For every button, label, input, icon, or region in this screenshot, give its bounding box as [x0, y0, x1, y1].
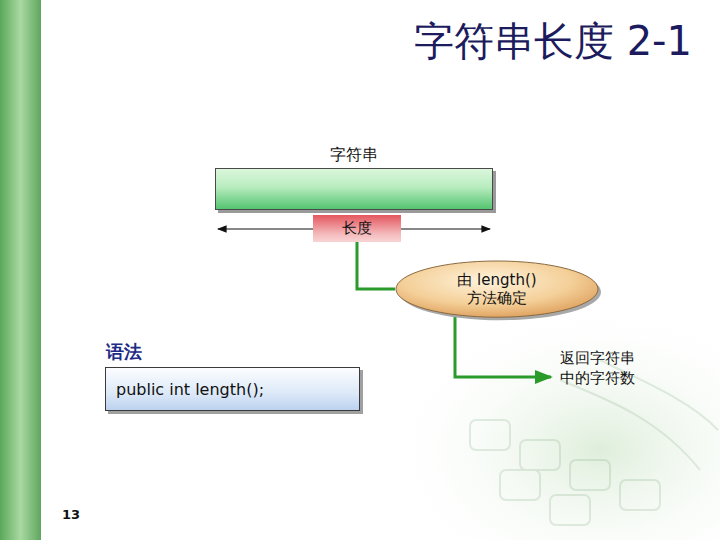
leader-line — [455, 312, 551, 377]
method-oval: 由 length() 方法确定 — [395, 260, 599, 318]
callout-note: 返回字符串 中的字符数 — [556, 349, 638, 388]
node-label: public int length(); — [106, 380, 264, 399]
background-glow — [380, 300, 720, 540]
string-bar: 字符串 — [215, 168, 493, 210]
node-heading: 语法 — [106, 340, 142, 364]
node-heading: 字符串 — [216, 145, 492, 166]
node-label: 长度 — [342, 219, 372, 238]
page-number: 13 — [62, 507, 92, 524]
length-box: 长度 — [313, 215, 401, 242]
syntax-box: 语法public int length(); — [105, 367, 360, 411]
node-label: 由 length() 方法确定 — [452, 271, 542, 307]
slide-title: 字符串长度 2-1 — [414, 14, 692, 69]
side-stripe — [0, 0, 41, 540]
elbow-connector — [357, 242, 395, 289]
